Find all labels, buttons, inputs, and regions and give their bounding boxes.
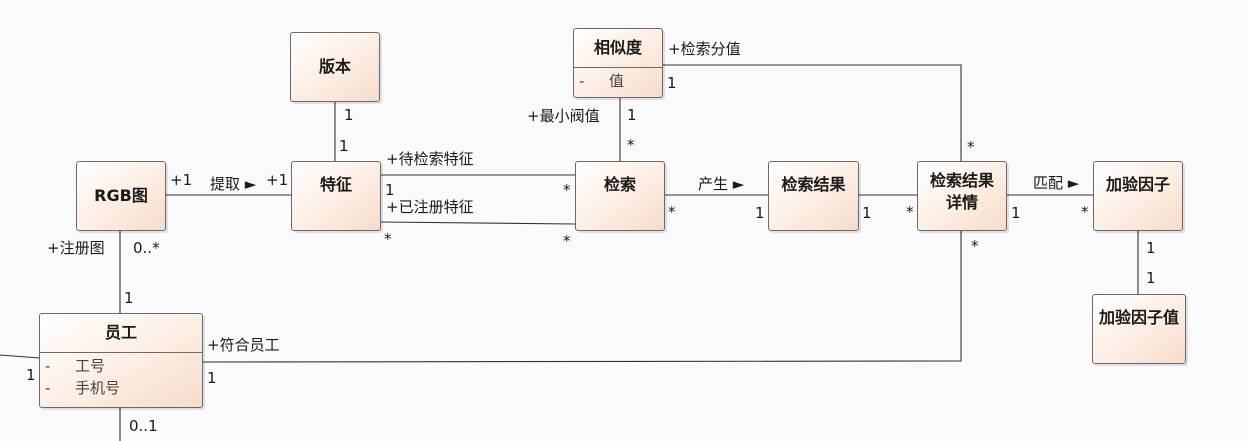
link-xiangsidu-xiangqing	[663, 64, 962, 162]
link-xiangqing-yuangong	[202, 230, 962, 363]
class-name: 特征	[319, 175, 352, 194]
mult-daijiansuo-left: 1	[385, 181, 395, 199]
role-daijiansuotezheng: +待检索特征	[386, 150, 474, 168]
visibility: -	[45, 379, 51, 397]
class-name: 检索	[603, 175, 636, 194]
mult-xiangqing-jieguo: *	[906, 203, 914, 221]
role-pipei: 匹配 ►	[1033, 174, 1080, 192]
class-rgbtu[interactable]: RGB图	[76, 161, 166, 231]
role-chansheng: 产生 ►	[698, 175, 745, 193]
attribute-row: - 工号	[40, 355, 202, 377]
role-yizhucetezheng: +已注册特征	[386, 198, 474, 216]
mult-jiansuo-jieguo: *	[668, 203, 676, 221]
class-jiansuojieguoxiangqing[interactable]: 检索结果 详情	[917, 161, 1007, 231]
attribute-row: - 值	[574, 70, 662, 92]
link-yizhuce	[380, 221, 576, 225]
class-name: 版本	[318, 57, 351, 76]
role-zhucetu: +注册图	[47, 239, 105, 257]
mult-yuangong-bottom: 0..1	[129, 417, 158, 435]
mult-yinzi-zhi: 1	[1146, 239, 1156, 257]
mult-daijiansuo-right: *	[563, 181, 571, 199]
mult-rgb-end: +1	[170, 171, 193, 189]
role-zuixiaofazhi: +最小阀值	[527, 107, 600, 125]
mult-yizhuce-left: *	[384, 230, 392, 248]
attribute-row: - 手机号	[40, 377, 202, 399]
class-yuangong[interactable]: 员工 - 工号 - 手机号	[39, 313, 203, 408]
attribute-name: 手机号	[75, 379, 121, 397]
role-fuheyuangong: +符合员工	[207, 336, 280, 354]
class-banben[interactable]: 版本	[290, 32, 380, 102]
mult-jieguo-jiansuo: 1	[755, 204, 765, 222]
mult-yizhuce-right: *	[563, 232, 571, 250]
class-jiansuo[interactable]: 检索	[575, 161, 665, 231]
mult-yinzi-xiangqing: *	[1081, 203, 1089, 221]
class-name: RGB图	[94, 186, 148, 205]
role-tiqu: 提取 ►	[210, 175, 257, 193]
mult-rgb-yuangong: 0..*	[133, 239, 160, 257]
mult-yuangong-rgb: 1	[124, 289, 134, 307]
class-name: 检索结果	[781, 175, 846, 194]
mult-xiangqing-xiangsidu: *	[967, 138, 975, 156]
mult-zhi-yinzi: 1	[1146, 269, 1156, 287]
attribute-name: 工号	[75, 357, 106, 375]
class-name: 加验因子	[1105, 175, 1170, 194]
class-jiayanyinzi[interactable]: 加验因子	[1093, 161, 1183, 231]
visibility: -	[579, 72, 585, 90]
visibility: -	[45, 357, 51, 375]
mult-banben-end: 1	[344, 106, 354, 124]
mult-yuangong-left: 1	[26, 366, 36, 384]
mult-jiansuo-xiangsidu: *	[627, 136, 635, 154]
class-name: 相似度	[593, 38, 642, 57]
link-yuangong-left	[0, 354, 41, 359]
class-name: 员工	[104, 323, 137, 342]
mult-xiangsidu-jiansuo: 1	[627, 106, 637, 124]
class-name-line1: 检索结果	[929, 171, 994, 190]
mult-xiangsidu-xiangqing: 1	[667, 74, 677, 92]
class-name: 检索结果 详情	[918, 162, 1006, 222]
class-name-line2: 详情	[945, 193, 978, 212]
mult-xiangqing-yuangong: *	[971, 237, 979, 255]
mult-xiangqing-yinzi: 1	[1011, 204, 1021, 222]
attribute-compartment: - 值	[574, 67, 662, 92]
class-name: 加验因子值	[1098, 308, 1179, 327]
role-jiansuofenzhi: +检索分值	[668, 40, 741, 58]
class-xiangsidu[interactable]: 相似度 - 值	[573, 28, 663, 98]
class-jiayanyinzizhi[interactable]: 加验因子值	[1092, 294, 1186, 364]
mult-tezheng-rgb-end: +1	[266, 171, 289, 189]
class-tezheng[interactable]: 特征	[291, 161, 381, 231]
attribute-name: 值	[609, 72, 625, 90]
attribute-compartment: - 工号 - 手机号	[40, 352, 202, 399]
class-jiansuojieguo[interactable]: 检索结果	[768, 161, 859, 231]
mult-yuangong-xiangqing: 1	[207, 369, 217, 387]
mult-jieguo-xiangqing: 1	[862, 204, 872, 222]
mult-tezheng-banben-end: 1	[339, 137, 349, 155]
